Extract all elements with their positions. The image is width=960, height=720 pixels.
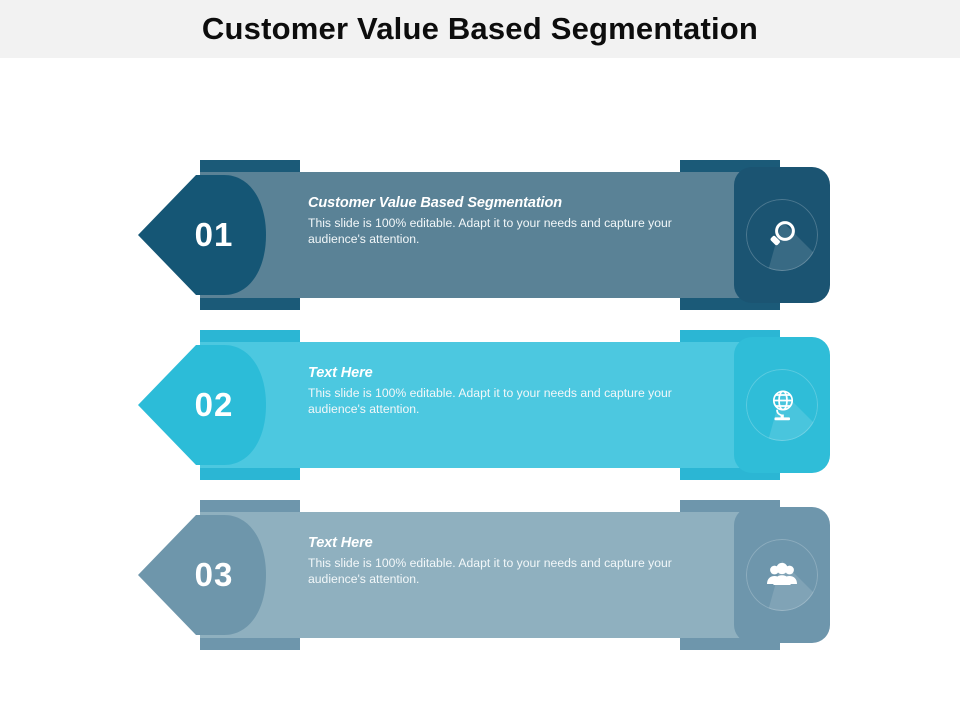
- page-title: Customer Value Based Segmentation: [201, 11, 759, 46]
- list-item[interactable]: 03 Text Here This slide is 100% editable…: [130, 495, 840, 655]
- row-bar: [200, 172, 780, 298]
- icon-circle: [746, 199, 818, 271]
- arrow-shape-icon: [138, 515, 266, 635]
- row-text-block: Customer Value Based Segmentation This s…: [308, 195, 708, 247]
- row-number-arrow: 01: [138, 167, 266, 303]
- row-text-block: Text Here This slide is 100% editable. A…: [308, 365, 708, 417]
- list-item[interactable]: 02 Text Here This slide is 100% editable…: [130, 325, 840, 485]
- icon-circle: [746, 369, 818, 441]
- arrow-shape-icon: [138, 345, 266, 465]
- row-heading: Customer Value Based Segmentation: [308, 195, 563, 211]
- row-heading: Text Here: [308, 365, 373, 381]
- row-number-arrow: 03: [138, 507, 266, 643]
- icon-ring: [746, 369, 818, 441]
- row-number: 03: [194, 556, 234, 593]
- arrow-shape-icon: [138, 175, 266, 295]
- row-heading: Text Here: [308, 535, 373, 551]
- row-text-block: Text Here This slide is 100% editable. A…: [308, 535, 708, 587]
- row-description: This slide is 100% editable. Adapt it to…: [308, 216, 672, 246]
- icon-ring: [746, 199, 818, 271]
- row-number-arrow: 02: [138, 337, 266, 473]
- row-icon-tile[interactable]: [734, 167, 830, 303]
- row-number: 02: [194, 386, 234, 423]
- row-icon-tile[interactable]: [734, 507, 830, 643]
- row-bar: [200, 342, 780, 468]
- row-description: This slide is 100% editable. Adapt it to…: [308, 386, 672, 416]
- row-number: 01: [194, 216, 234, 253]
- icon-long-shadow: [768, 391, 818, 441]
- icon-circle: [746, 539, 818, 611]
- people-icon: [764, 557, 800, 593]
- magnifier-icon: [764, 217, 800, 253]
- title-band: Customer Value Based Segmentation: [0, 0, 960, 58]
- list-item[interactable]: 01 Customer Value Based Segmentation Thi…: [130, 155, 840, 315]
- icon-ring: [746, 539, 818, 611]
- icon-long-shadow: [768, 221, 818, 271]
- row-icon-tile[interactable]: [734, 337, 830, 473]
- row-description: This slide is 100% editable. Adapt it to…: [308, 556, 672, 586]
- globe-icon: [764, 387, 800, 423]
- row-bar: [200, 512, 780, 638]
